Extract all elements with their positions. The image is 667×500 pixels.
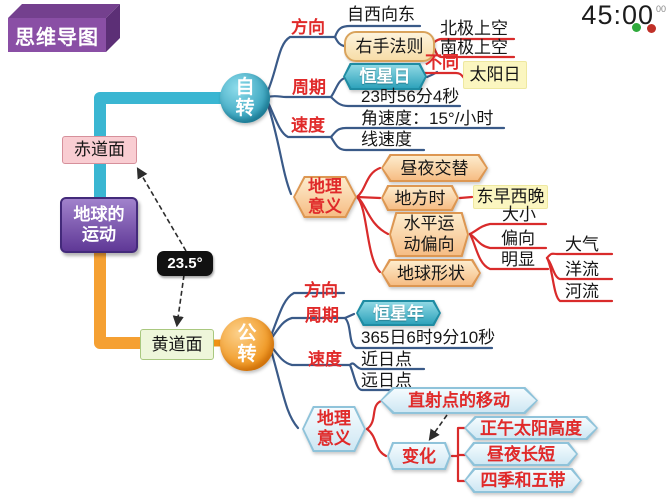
rotation-direction-label: 方向 [291, 18, 325, 37]
rotation-period-duration: 23时56分4秒 [361, 87, 460, 106]
ecliptic-plane-node: 黄道面 [140, 329, 214, 360]
deflection-item: 偏向 [501, 229, 535, 248]
earth-shape-node: 地球形状 [381, 259, 481, 287]
rotation-node-label: 自转 [235, 76, 255, 119]
rotation-speed-label: 速度 [291, 116, 325, 135]
seasons-zones-label: 四季和五带 [480, 471, 566, 490]
revolution-significance-node: 地理意义 [302, 406, 366, 452]
rotation-period-label: 周期 [292, 78, 326, 97]
change-node: 变化 [387, 442, 451, 470]
aphelion-item: 远日点 [361, 371, 412, 390]
horizontal-deflection-node: 水平运动偏向 [389, 212, 469, 257]
timer-stop-icon[interactable] [647, 24, 656, 33]
revolution-significance-label: 地理意义 [316, 409, 351, 448]
timer-play-icon[interactable] [632, 23, 641, 32]
deflection-obvious-item: 明显 [501, 250, 535, 269]
revolution-direction-label: 方向 [304, 281, 338, 300]
east-early-west-late-item: 东早西晚 [473, 185, 548, 209]
earth-shape-label: 地球形状 [397, 263, 465, 283]
countdown-timer: 45:00 00 [567, 0, 667, 50]
root-node-label: 地球的运动 [73, 204, 125, 244]
rotation-significance-node: 地理意义 [293, 176, 357, 218]
sidereal-day-node: 恒星日 [343, 63, 427, 90]
rotation-significance-label: 地理意义 [307, 177, 342, 216]
sidereal-year-node: 恒星年 [356, 300, 441, 326]
revolution-speed-label: 速度 [308, 350, 342, 369]
timer-seconds-sup: 00 [655, 4, 666, 14]
subsolar-point-node: 直射点的移动 [380, 387, 538, 414]
tilt-angle-badge: 23.5° [157, 251, 213, 276]
revolution-period-label: 周期 [305, 306, 339, 325]
sidereal-day-label: 恒星日 [359, 67, 411, 86]
local-time-node: 地方时 [381, 185, 459, 211]
linear-speed-item: 线速度 [361, 130, 412, 149]
solar-day-node: 太阳日 [463, 61, 527, 89]
atmosphere-item: 大气 [565, 235, 599, 254]
south-pole-item: 南极上空 [440, 38, 508, 57]
day-night-length-node: 昼夜长短 [464, 442, 578, 466]
ocean-current-item: 洋流 [565, 260, 599, 279]
subsolar-point-label: 直射点的移动 [408, 391, 510, 410]
revolution-node: 公转 [220, 317, 274, 371]
perihelion-item: 近日点 [361, 350, 412, 369]
north-pole-item: 北极上空 [440, 19, 508, 38]
local-time-label: 地方时 [394, 188, 446, 208]
revolution-node-label: 公转 [237, 322, 257, 365]
angular-speed-item: 角速度：15°/小时 [361, 109, 494, 128]
noon-sun-altitude-label: 正午太阳高度 [480, 418, 582, 438]
change-label: 变化 [402, 446, 436, 466]
mindmap-title-badge: 思维导图 [6, 2, 126, 58]
title-text: 思维导图 [15, 26, 99, 49]
river-item: 河流 [565, 282, 599, 301]
timer-time: 45:00 [581, 0, 654, 30]
horizontal-deflection-label: 水平运动偏向 [403, 214, 455, 254]
day-night-alternation-node: 昼夜交替 [381, 154, 488, 182]
deflection-size-item: 大小 [502, 205, 536, 224]
title-3d-box [8, 4, 120, 52]
right-hand-rule-node: 右手法则 [344, 31, 435, 62]
noon-sun-altitude-node: 正午太阳高度 [464, 416, 598, 440]
equatorial-plane-node: 赤道面 [62, 136, 137, 164]
day-night-length-label: 昼夜长短 [487, 444, 555, 464]
rotation-node: 自转 [220, 73, 270, 123]
rotation-direction-west-east: 自西向东 [347, 5, 415, 24]
revolution-period-duration: 365日6时9分10秒 [361, 328, 496, 347]
different-label: 不同 [425, 53, 459, 72]
seasons-zones-node: 四季和五带 [464, 468, 582, 493]
sidereal-year-label: 恒星年 [373, 303, 424, 323]
root-node: 地球的运动 [60, 197, 138, 253]
day-night-alternation-label: 昼夜交替 [400, 158, 469, 178]
